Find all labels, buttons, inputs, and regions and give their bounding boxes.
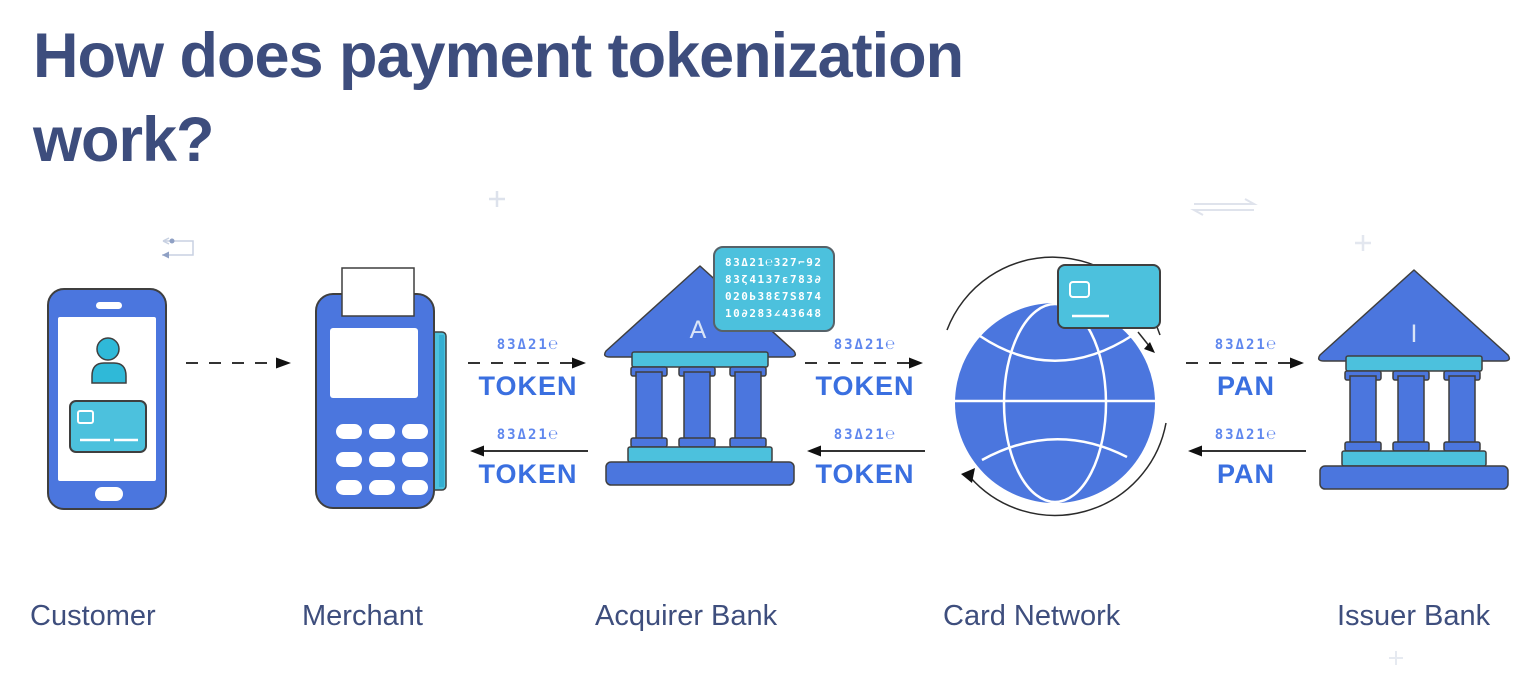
entity-label-acquirer-bank: Acquirer Bank (595, 600, 778, 632)
acquirer-bank-illustration: A (603, 265, 797, 486)
credit-card-icon (1057, 264, 1161, 329)
plus-decoration-icon (1355, 235, 1371, 251)
token-code: 83Δ21℮ (1214, 337, 1278, 353)
card-network-globe-illustration (946, 256, 1167, 517)
token-code: 83Δ21℮ (496, 427, 560, 443)
user-icon (96, 337, 120, 361)
token-code: 83Δ21℮ (833, 337, 897, 353)
arrow-right-dashed-icon (186, 357, 291, 369)
token-code: 83Δ21℮ (833, 427, 897, 443)
phone-speaker (96, 302, 122, 309)
bank-roof-letter: A (690, 316, 707, 344)
token-number-block: 83Δ21℮327⌐92 83ζ4137ɛ783∂ 020Ь38Ɛ7S874 1… (713, 246, 835, 332)
entity-label-issuer-bank: Issuer Bank (1337, 600, 1491, 632)
arrow-left-solid-icon (807, 445, 925, 457)
loop-decoration-icon (162, 237, 194, 259)
token-line: 83Δ21℮327⌐92 (725, 256, 823, 269)
token-line: 020Ь38Ɛ7S874 (725, 290, 823, 303)
bank-columns (1344, 370, 1481, 452)
bank-base (1319, 465, 1509, 490)
plus-decoration-icon (1389, 651, 1403, 665)
pos-screen (330, 328, 418, 398)
globe-grid (955, 302, 1155, 504)
page-title: How does payment tokenization work? (33, 21, 964, 175)
arrow-left-solid-icon (1188, 445, 1306, 457)
card-chip (77, 410, 94, 424)
pos-keypad (336, 424, 428, 495)
card-arrowhead-icon (1144, 342, 1155, 353)
phone-home-button (95, 487, 123, 501)
bank-columns (630, 366, 767, 448)
plus-decoration-icon (489, 191, 505, 207)
bank-lower-beam (627, 446, 773, 463)
issuer-bank-illustration: I (1317, 269, 1511, 490)
double-arrow-decoration-icon (1190, 198, 1258, 216)
token-code: 83Δ21℮ (1214, 427, 1278, 443)
token-line: 10∂283∠43648 (725, 307, 823, 320)
customer-phone-illustration (47, 288, 167, 510)
arrow-right-dashed-icon (468, 357, 586, 369)
rotation-arc-bottom (969, 422, 1167, 517)
flow-acquirer-network: 83Δ21℮ TOKEN 83Δ21℮ TOKEN (803, 335, 927, 495)
arrow-right-dashed-icon (805, 357, 923, 369)
flow-label: TOKEN (815, 371, 915, 401)
pos-card-edge (439, 335, 444, 487)
credit-card-icon (69, 400, 147, 453)
card-chip (1069, 281, 1090, 298)
entity-label-merchant: Merchant (302, 600, 423, 632)
entity-label-customer: Customer (30, 600, 156, 632)
user-icon-body (91, 362, 127, 384)
globe-icon (955, 303, 1155, 503)
bank-top-beam (631, 351, 769, 368)
receipt (341, 267, 415, 317)
token-code: 83Δ21℮ (496, 337, 560, 353)
merchant-pos-illustration (315, 267, 447, 509)
rotation-arrowhead-icon (961, 468, 975, 483)
entity-label-card-network: Card Network (943, 600, 1121, 632)
bank-lower-beam (1341, 450, 1487, 467)
pos-body (315, 293, 435, 509)
bank-top-beam (1345, 355, 1483, 372)
bank-roof-letter: I (1411, 320, 1418, 348)
flow-label: PAN (1216, 371, 1275, 401)
flow-label: PAN (1216, 459, 1275, 489)
flow-label: TOKEN (478, 459, 578, 489)
arrow-left-solid-icon (470, 445, 588, 457)
flow-merchant-acquirer: 83Δ21℮ TOKEN 83Δ21℮ TOKEN (466, 335, 590, 495)
bank-base (605, 461, 795, 486)
flow-network-issuer: 83Δ21℮ PAN 83Δ21℮ PAN (1184, 335, 1308, 495)
flow-label: TOKEN (478, 371, 578, 401)
flow-label: TOKEN (815, 459, 915, 489)
arrow-right-dashed-icon (1186, 357, 1304, 369)
token-line: 83ζ4137ɛ783∂ (725, 273, 823, 286)
